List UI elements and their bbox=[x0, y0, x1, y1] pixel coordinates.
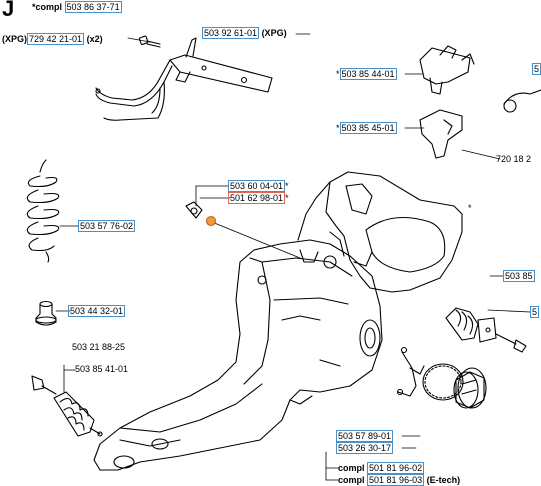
xpg-left-suffix: (x2) bbox=[86, 34, 103, 44]
label-nut: 501 62 98-01* bbox=[228, 192, 289, 204]
part-screw[interactable]: 503 60 04-01 bbox=[228, 180, 286, 192]
part-compl-2[interactable]: 501 81 96-03 bbox=[367, 474, 425, 486]
label-damper: 503 44 32-01 bbox=[68, 305, 126, 317]
handle-chassis bbox=[93, 171, 463, 471]
compl-2-prefix: compl bbox=[338, 475, 365, 485]
label-bracket: 503 92 61-01 (XPG) bbox=[202, 27, 287, 39]
section-letter: J bbox=[2, 0, 15, 21]
part-right-low-edge[interactable]: 5 bbox=[530, 306, 540, 318]
label-spring: 503 57 76-02 bbox=[78, 220, 136, 232]
label-screw: 503 60 04-01* bbox=[228, 180, 289, 192]
rear-damper bbox=[445, 307, 527, 353]
spring-assembly bbox=[31, 375, 103, 437]
leader-lines bbox=[55, 33, 531, 481]
xpg-left-prefix: (XPG) bbox=[2, 34, 28, 44]
label-compl-1: compl 501 81 96-02 bbox=[338, 462, 425, 474]
label-xpg-screw: (XPG)729 42 21-01 (x2) bbox=[2, 33, 103, 45]
label-bolt-right: 720 18 2 bbox=[496, 154, 531, 165]
label-clip-mid: *503 85 45-01 bbox=[336, 122, 397, 134]
label-clip-top-edge: 5 bbox=[532, 63, 541, 75]
label-right-mid: 503 85 bbox=[503, 270, 535, 282]
filler-cap bbox=[453, 367, 487, 409]
part-bolt-right[interactable]: 720 18 2 bbox=[496, 154, 532, 164]
screw-star: * bbox=[285, 181, 289, 191]
header-part-number[interactable]: 503 86 37-71 bbox=[64, 1, 122, 13]
xpg-bracket bbox=[95, 37, 273, 121]
header-compl: *compl 503 86 37-71 bbox=[32, 1, 122, 13]
label-spring-assembly: 503 85 41-01 bbox=[75, 364, 128, 375]
header-prefix: *compl bbox=[32, 2, 63, 12]
part-lower-right-1[interactable]: 503 57 89-01 bbox=[336, 430, 394, 442]
part-clip-mid[interactable]: 503 85 45-01 bbox=[339, 122, 397, 134]
wire-clip bbox=[396, 346, 425, 397]
bolt-right bbox=[503, 89, 541, 113]
compl-2-suffix: (E-tech) bbox=[426, 475, 461, 485]
compl-1-prefix: compl bbox=[338, 463, 365, 473]
clip-mid bbox=[419, 109, 463, 159]
part-compl-1[interactable]: 501 81 96-02 bbox=[367, 462, 425, 474]
label-lower-right-1: 503 57 89-01 bbox=[336, 430, 394, 442]
clip-top bbox=[419, 45, 475, 95]
label-clip-top: *503 85 44-01 bbox=[336, 68, 397, 80]
screw-nut bbox=[185, 201, 217, 227]
o-ring bbox=[422, 363, 464, 401]
part-spring[interactable]: 503 57 76-02 bbox=[78, 220, 136, 232]
part-lower-right-2[interactable]: 503 26 30-17 bbox=[336, 442, 394, 454]
part-right-mid[interactable]: 503 85 bbox=[503, 270, 535, 282]
part-damper[interactable]: 503 44 32-01 bbox=[68, 305, 126, 317]
screw-xpg bbox=[138, 35, 161, 48]
label-right-low-edge: 5 bbox=[530, 306, 540, 318]
part-spring-assembly[interactable]: 503 85 41-01 bbox=[75, 364, 129, 374]
clip-mid-star: * bbox=[336, 123, 340, 133]
part-bracket[interactable]: 503 92 61-01 bbox=[202, 27, 260, 39]
label-lower-right-2: 503 26 30-17 bbox=[336, 442, 394, 454]
label-plain-part: 503 21 88-25 bbox=[72, 342, 125, 353]
part-xpg-screw[interactable]: 729 42 21-01 bbox=[27, 33, 85, 45]
part-clip-top-edge[interactable]: 5 bbox=[532, 63, 541, 75]
clip-top-star: * bbox=[336, 69, 340, 79]
bracket-suffix: (XPG) bbox=[261, 28, 287, 38]
part-clip-top[interactable]: 503 85 44-01 bbox=[339, 68, 397, 80]
part-nut[interactable]: 501 62 98-01 bbox=[228, 192, 286, 204]
label-compl-2: compl 501 81 96-03 (E-tech) bbox=[338, 474, 460, 486]
part-plain[interactable]: 503 21 88-25 bbox=[72, 342, 126, 352]
label-body-star: * bbox=[468, 203, 472, 213]
nut-star: * bbox=[285, 193, 289, 203]
rubber-damper bbox=[35, 300, 57, 326]
coil-spring bbox=[26, 159, 60, 263]
